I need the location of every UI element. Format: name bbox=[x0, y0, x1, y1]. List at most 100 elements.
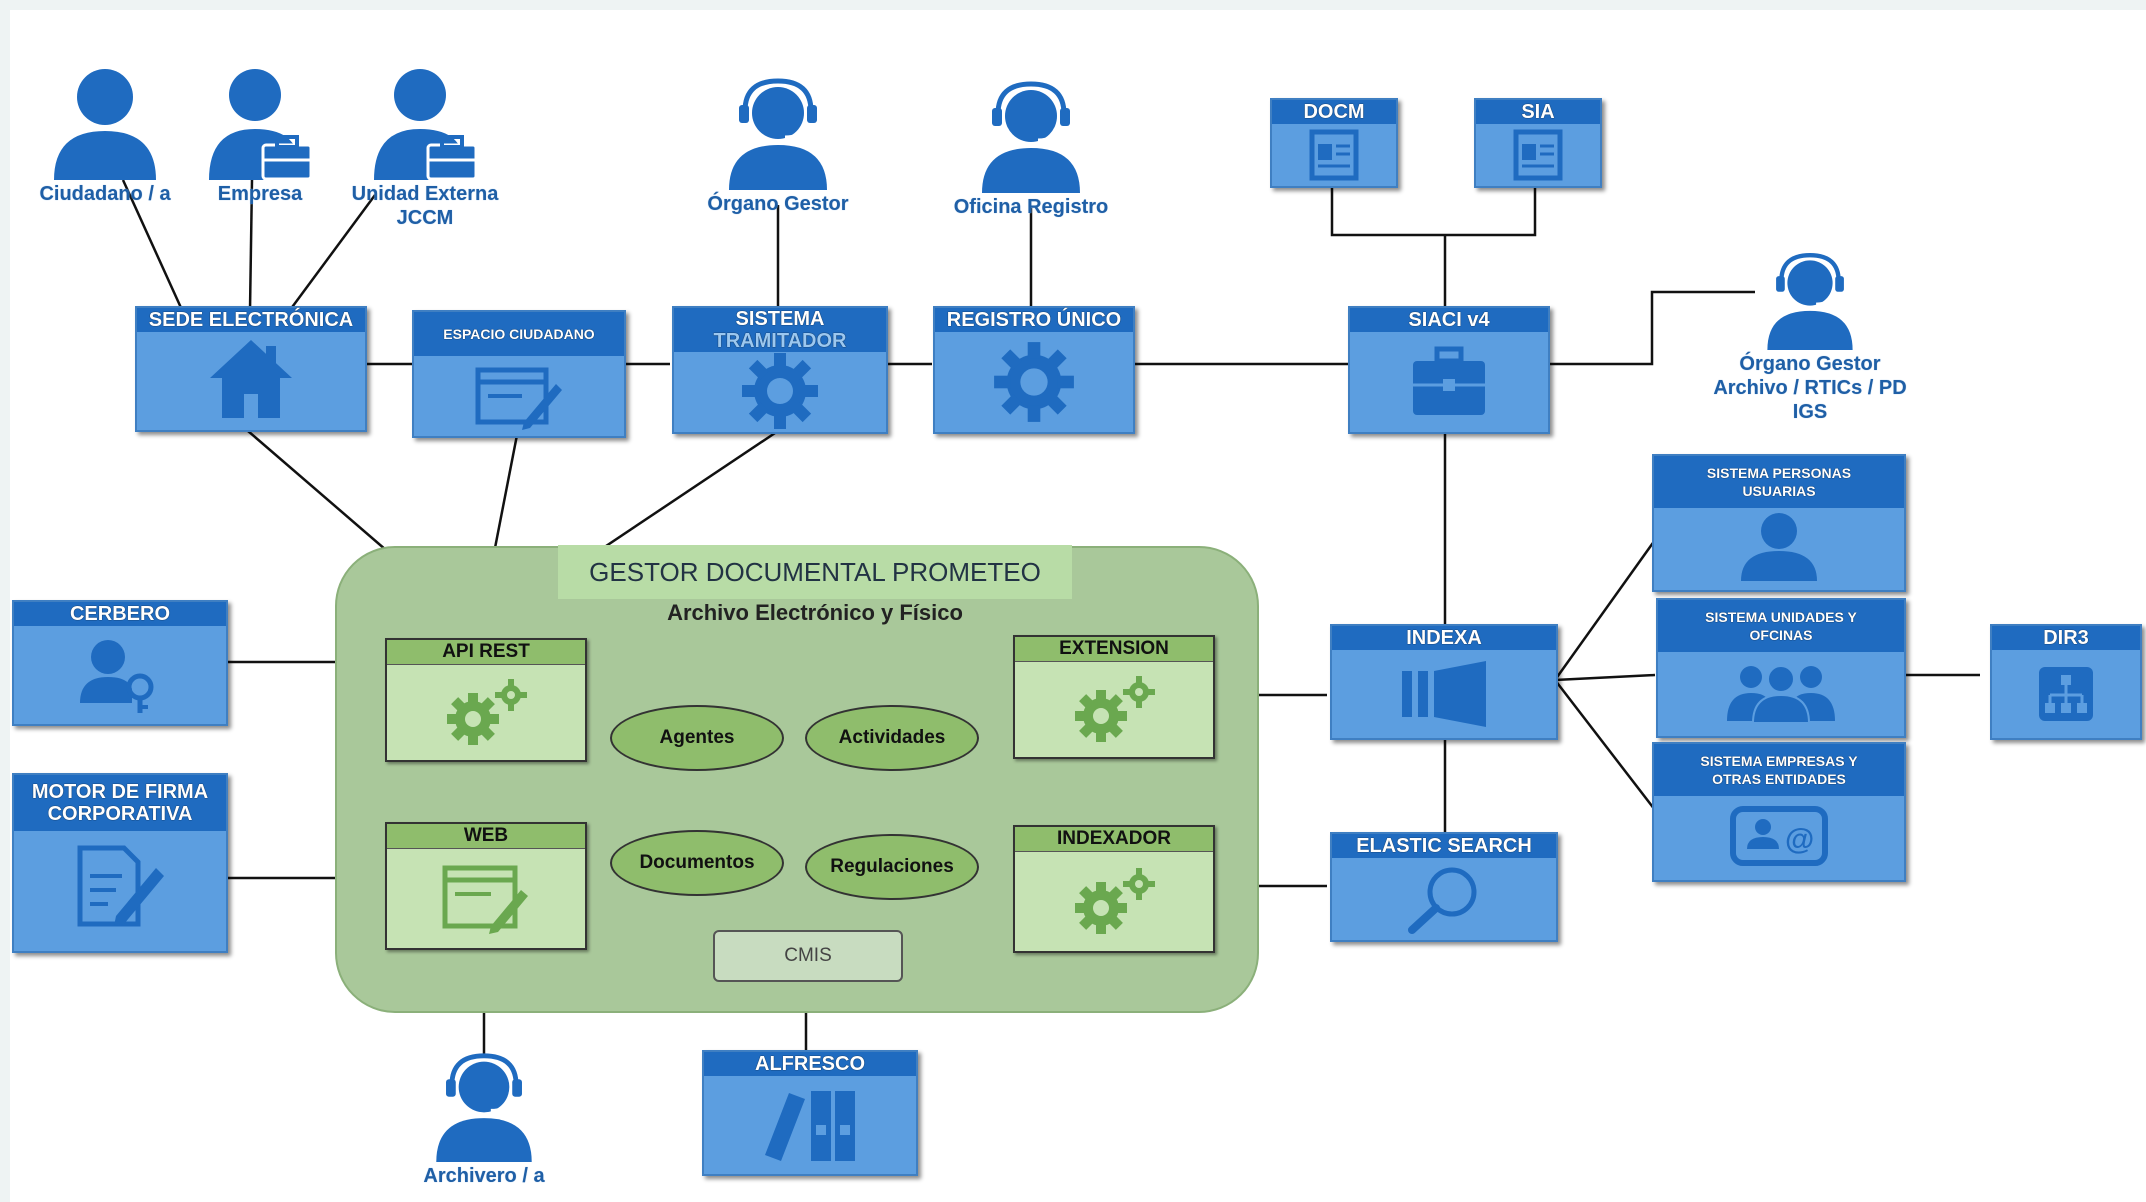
gears-icon bbox=[1075, 676, 1155, 742]
box-docm: DOCM bbox=[1270, 98, 1398, 188]
entity-documentos: Documentos bbox=[610, 830, 784, 896]
box-sia: SIA bbox=[1474, 98, 1602, 188]
box-title: REGISTRO ÚNICO bbox=[935, 308, 1133, 332]
box-sistema-personas: SISTEMA PERSONAS USUARIAS bbox=[1652, 454, 1906, 592]
box-title: SISTEMA UNIDADES Y OFCINAS bbox=[1658, 600, 1904, 652]
title-line: TRAMITADOR bbox=[713, 330, 847, 352]
user-key-icon bbox=[80, 640, 154, 713]
box-motor-firma: MOTOR DE FIRMA CORPORATIVA bbox=[12, 773, 228, 953]
actor-label: Órgano Gestor Archivo / RTICs / PD IGS bbox=[1695, 352, 1925, 424]
document-icon bbox=[1513, 129, 1563, 181]
actor-label: Ciudadano / a bbox=[39, 183, 171, 205]
title-line: CORPORATIVA bbox=[47, 803, 193, 825]
title-line: MOTOR DE FIRMA bbox=[31, 781, 209, 803]
gears-icon bbox=[447, 679, 527, 745]
home-icon bbox=[210, 340, 292, 418]
module-title: API REST bbox=[387, 640, 585, 665]
headset-person-icon bbox=[729, 78, 827, 190]
architecture-diagram: Ciudadano / a Empresa Unidad Externa JCC… bbox=[10, 10, 2146, 1202]
module-api-rest: API REST bbox=[385, 638, 587, 762]
business-person-icon bbox=[374, 69, 478, 180]
box-indexa: INDEXA bbox=[1330, 624, 1558, 740]
title-line: SISTEMA bbox=[735, 308, 825, 330]
box-title: ALFRESCO bbox=[704, 1052, 916, 1076]
document-icon bbox=[1309, 129, 1359, 181]
actor-ciudadano: Ciudadano / a bbox=[30, 65, 180, 206]
module-title: INDEXADOR bbox=[1015, 827, 1213, 852]
box-sistema-empresas: SISTEMA EMPRESAS Y OTRAS ENTIDADES @ bbox=[1652, 742, 1906, 882]
box-title: SIACI v4 bbox=[1350, 308, 1548, 332]
business-person-icon bbox=[209, 69, 313, 180]
edit-window-icon bbox=[475, 367, 562, 430]
module-web: WEB bbox=[385, 822, 587, 950]
box-title: ELASTIC SEARCH bbox=[1332, 834, 1556, 858]
title-line: OTRAS ENTIDADES bbox=[1712, 771, 1846, 787]
box-elastic-search: ELASTIC SEARCH bbox=[1330, 832, 1558, 942]
module-extension: EXTENSION bbox=[1013, 635, 1215, 759]
label-line: Órgano Gestor bbox=[1739, 353, 1881, 375]
gestor-title: GESTOR DOCUMENTAL PROMETEO bbox=[558, 545, 1072, 599]
headset-person-icon bbox=[1767, 253, 1853, 350]
actor-label: Archivero / a bbox=[423, 1165, 545, 1187]
box-title: SISTEMA PERSONAS USUARIAS bbox=[1654, 456, 1904, 508]
title-line: SISTEMA EMPRESAS Y bbox=[1700, 753, 1858, 769]
user-icon bbox=[1741, 513, 1817, 581]
group-icon bbox=[1727, 665, 1835, 723]
gestor-subtitle: Archivo Electrónico y Físico bbox=[667, 600, 963, 625]
label-line: Unidad Externa bbox=[351, 183, 499, 205]
box-sistema-unidades: SISTEMA UNIDADES Y OFCINAS bbox=[1656, 598, 1906, 738]
gear-icon bbox=[742, 353, 818, 429]
briefcase-icon bbox=[1413, 346, 1485, 415]
box-title: DIR3 bbox=[1992, 626, 2140, 650]
entity-agentes: Agentes bbox=[610, 705, 784, 771]
actor-label: Oficina Registro bbox=[953, 196, 1109, 218]
headset-person-icon bbox=[982, 81, 1080, 193]
entity-regulaciones: Regulaciones bbox=[805, 834, 979, 900]
svg-text:@: @ bbox=[1785, 823, 1814, 856]
box-registro-unico: REGISTRO ÚNICO bbox=[933, 306, 1135, 434]
box-alfresco: ALFRESCO bbox=[702, 1050, 918, 1176]
box-title: SISTEMA TRAMITADOR bbox=[674, 308, 886, 352]
box-title: SISTEMA EMPRESAS Y OTRAS ENTIDADES bbox=[1654, 744, 1904, 796]
archive-binders-icon bbox=[765, 1091, 855, 1161]
label-line: Archivo / RTICs / PD bbox=[1713, 377, 1907, 399]
gear-icon bbox=[994, 342, 1074, 422]
box-dir3: DIR3 bbox=[1990, 624, 2142, 740]
actor-label: Empresa bbox=[217, 183, 303, 205]
actor-empresa: Empresa bbox=[195, 65, 325, 206]
title-line: SISTEMA UNIDADES Y bbox=[1705, 609, 1857, 625]
box-title: MOTOR DE FIRMA CORPORATIVA bbox=[14, 775, 226, 831]
box-title: ESPACIO CIUDADANO bbox=[414, 312, 624, 356]
search-icon bbox=[1408, 867, 1477, 934]
actor-oficina-registro: Oficina Registro bbox=[946, 78, 1116, 219]
actor-organo-gestor: Órgano Gestor bbox=[698, 75, 858, 216]
label-line: JCCM bbox=[396, 207, 454, 229]
box-espacio-ciudadano: ESPACIO CIUDADANO bbox=[412, 310, 626, 438]
actor-label: Unidad Externa JCCM bbox=[340, 182, 510, 230]
person-icon bbox=[54, 69, 156, 180]
gears-icon bbox=[1075, 868, 1155, 934]
box-sistema-tramitador: SISTEMA TRAMITADOR bbox=[672, 306, 888, 434]
headset-person-icon bbox=[436, 1053, 532, 1162]
org-chart-icon bbox=[2039, 667, 2093, 721]
box-title: SEDE ELECTRÓNICA bbox=[137, 308, 365, 332]
module-title: WEB bbox=[387, 824, 585, 849]
box-siaci: SIACI v4 bbox=[1348, 306, 1550, 434]
entity-actividades: Actividades bbox=[805, 705, 979, 771]
actor-unidad-externa: Unidad Externa JCCM bbox=[340, 65, 510, 230]
title-line: OFCINAS bbox=[1749, 627, 1813, 643]
label-line: IGS bbox=[1792, 401, 1828, 423]
title-line: USUARIAS bbox=[1742, 483, 1816, 499]
contact-email-icon: @ bbox=[1730, 806, 1828, 866]
box-cerbero: CERBERO bbox=[12, 600, 228, 726]
cmis-interface: CMIS bbox=[713, 930, 903, 982]
box-title: SIA bbox=[1476, 100, 1600, 124]
box-title: INDEXA bbox=[1332, 626, 1556, 650]
title-line: SISTEMA PERSONAS bbox=[1706, 465, 1852, 481]
module-indexador: INDEXADOR bbox=[1013, 825, 1215, 953]
actor-archivero: Archivero / a bbox=[414, 1050, 554, 1188]
signature-document-icon bbox=[77, 845, 164, 927]
box-title: DOCM bbox=[1272, 100, 1396, 124]
index-panels-icon bbox=[1402, 661, 1486, 727]
actor-label: Órgano Gestor bbox=[707, 193, 849, 215]
